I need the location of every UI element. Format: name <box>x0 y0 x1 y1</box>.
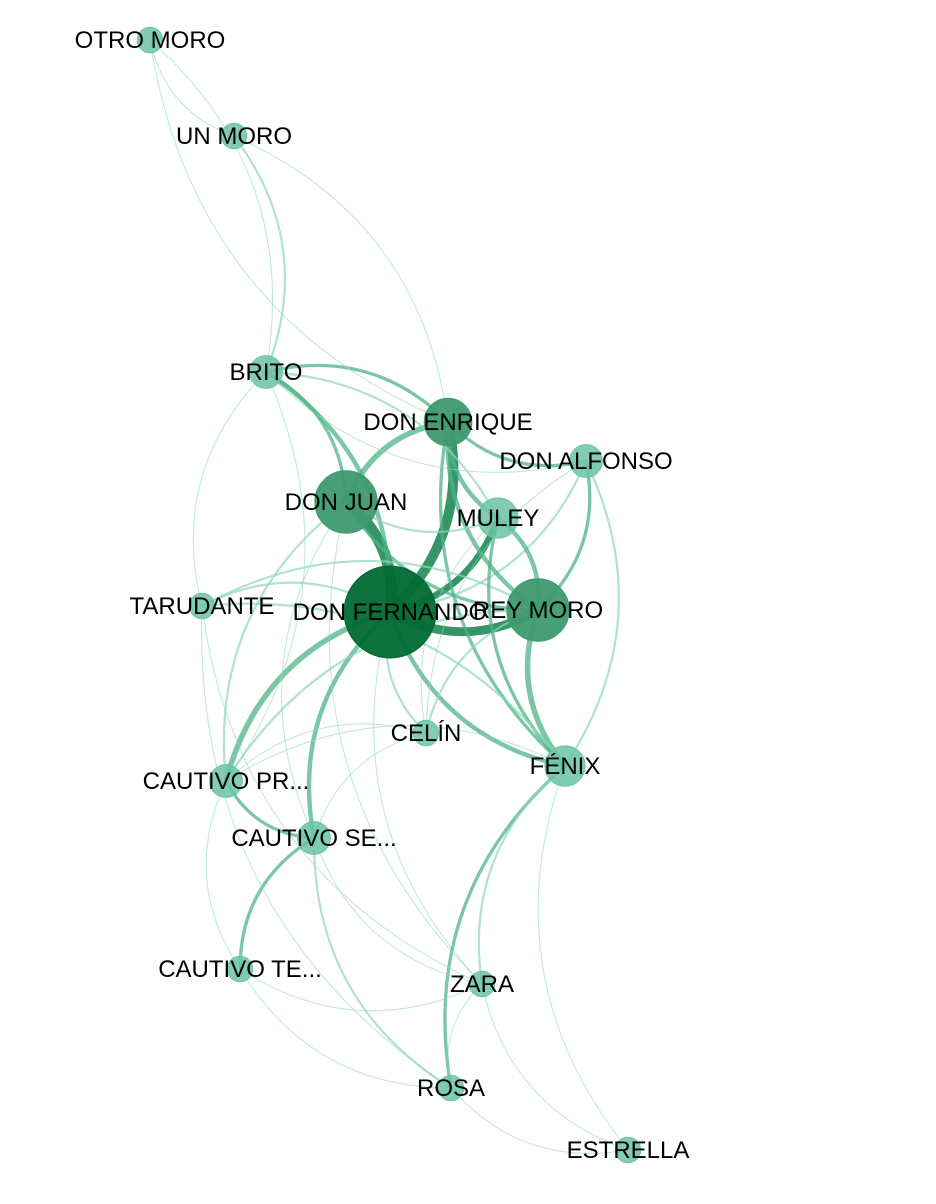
edge-don-enrique-fenix <box>438 420 567 768</box>
node-label-muley: MULEY <box>457 505 540 532</box>
edge-celin-cautivo-pr <box>225 723 427 782</box>
edge-cautivo-se-cautivo-te <box>238 836 316 971</box>
node-estrella[interactable] <box>614 1136 642 1164</box>
edge-don-juan-cautivo-se <box>281 501 347 839</box>
node-label-don-juan: DON JUAN <box>285 489 408 516</box>
edge-celin-cautivo-se <box>313 732 427 839</box>
edge-brito-otro-moro <box>149 39 274 373</box>
node-don-fernando[interactable] <box>343 565 437 659</box>
node-label-fenix: FÉNIX <box>530 753 601 780</box>
nodes-layer <box>136 26 642 1164</box>
edge-tarudante-zara <box>201 605 483 985</box>
edge-brito-don-alfonso <box>265 371 587 473</box>
edge-don-juan-cautivo-pr <box>222 500 348 783</box>
edge-otro-moro-don-enrique <box>149 39 449 423</box>
edge-don-fernando-zara <box>373 611 483 985</box>
edge-don-alfonso-celin <box>425 460 587 734</box>
node-cautivo-te[interactable] <box>226 955 254 983</box>
node-don-alfonso[interactable] <box>569 444 603 478</box>
node-label-cautivo-se: CAUTIVO SE... <box>231 825 396 852</box>
node-cautivo-pr[interactable] <box>209 764 243 798</box>
edge-brito-tarudante <box>192 371 267 607</box>
node-muley[interactable] <box>477 497 519 539</box>
node-label-don-alfonso: DON ALFONSO <box>499 448 672 475</box>
edge-rey-moro-tarudante <box>200 559 540 612</box>
edge-don-juan-zara <box>328 501 483 985</box>
edge-zara-estrella <box>481 983 629 1151</box>
edge-fenix-zara <box>477 764 567 986</box>
node-label-zara: ZARA <box>450 971 514 998</box>
node-label-un-moro: UN MORO <box>176 123 292 150</box>
node-label-don-enrique: DON ENRIQUE <box>363 409 532 436</box>
edge-cautivo-pr-cautivo-te <box>205 780 241 970</box>
node-label-tarudante: TARUDANTE <box>130 593 275 620</box>
edge-rosa-estrella <box>450 1087 629 1155</box>
edge-cautivo-se-zara <box>313 837 483 985</box>
edge-otro-moro-un-moro <box>149 39 235 137</box>
node-don-enrique[interactable] <box>423 397 473 447</box>
edge-cautivo-pr-brito <box>225 371 306 782</box>
node-label-brito: BRITO <box>230 359 303 386</box>
node-zara[interactable] <box>468 970 496 998</box>
node-celin[interactable] <box>412 719 440 747</box>
node-label-cautivo-pr: CAUTIVO PR... <box>143 768 310 795</box>
edge-don-enrique-un-moro <box>233 135 449 423</box>
labels-layer: OTRO MORO UN MORO BRITO DON ENRIQUE DON ALFO… <box>75 27 690 1164</box>
edge-muley-fenix <box>487 516 567 768</box>
edge-cautivo-te-rosa <box>239 968 452 1089</box>
edge-zara-rosa <box>447 983 483 1089</box>
edge-muley-brito <box>264 370 500 520</box>
edge-cautivo-te-zara <box>239 968 483 1012</box>
node-don-juan[interactable] <box>314 470 378 534</box>
node-label-celin: CELÍN <box>391 720 462 747</box>
edge-rey-moro-cautivo-pr <box>224 608 540 783</box>
node-un-moro[interactable] <box>220 122 248 150</box>
node-label-don-fernando: DON FERNANDO <box>293 599 488 626</box>
edge-fenix-rosa <box>443 764 567 1090</box>
edge-cautivo-se-rosa <box>312 836 453 1090</box>
edge-tarudante-rosa <box>201 605 452 1089</box>
node-label-cautivo-te: CAUTIVO TE... <box>158 956 322 983</box>
node-tarudante[interactable] <box>188 592 216 620</box>
edge-don-enrique-brito <box>264 363 450 424</box>
node-otro-moro[interactable] <box>136 26 164 54</box>
edge-fenix-don-alfonso <box>563 459 620 768</box>
node-label-rey-moro: REY MORO <box>473 597 603 624</box>
node-cautivo-se[interactable] <box>297 821 331 855</box>
edge-brito-un-moro <box>232 134 286 374</box>
edge-fenix-estrella <box>537 765 629 1151</box>
node-label-estrella: ESTRELLA <box>567 1137 690 1164</box>
node-rey-moro[interactable] <box>506 578 570 642</box>
node-fenix[interactable] <box>544 745 586 787</box>
node-rosa[interactable] <box>437 1074 465 1102</box>
node-label-otro-moro: OTRO MORO <box>75 27 226 54</box>
node-label-rosa: ROSA <box>417 1075 485 1102</box>
node-brito[interactable] <box>249 355 283 389</box>
